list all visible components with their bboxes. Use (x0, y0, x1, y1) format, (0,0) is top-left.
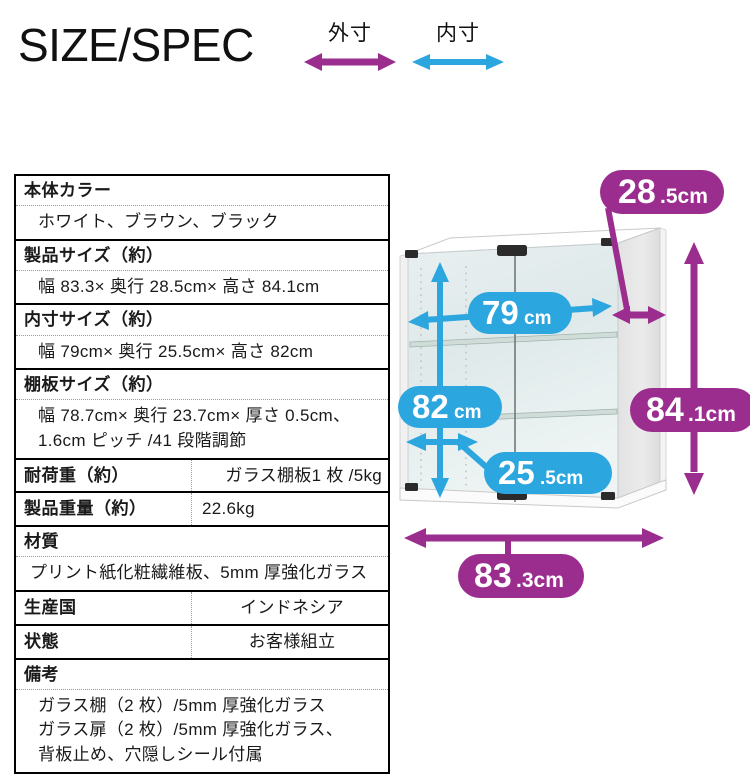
badge-depth-outer (600, 170, 724, 214)
table-row: 棚板サイズ（約） 幅 78.7cm× 奥行 23.7cm× 厚さ 0.5cm、 … (16, 370, 388, 460)
row-value: ホワイト、ブラウン、ブラック (16, 205, 388, 239)
arrow-head-right (592, 298, 612, 317)
row-value: ガラス棚板1 枚 /5kg (225, 465, 382, 485)
row-label: 製品サイズ（約） (24, 245, 164, 265)
row-label: 備考 (24, 664, 59, 684)
arrow-head-left (612, 306, 630, 324)
row-value: お客様組立 (248, 631, 336, 651)
table-row: 耐荷重（約） ガラス棚板1 枚 /5kg (16, 459, 388, 494)
door-hinges (405, 238, 615, 500)
leader-line-depth-outer (605, 207, 631, 316)
table-row: 製品重量（約） 22.6kg (16, 493, 388, 528)
arrow-head-left (404, 528, 426, 548)
badge-depth-inner-unit: .5cm (540, 468, 583, 489)
row-value: 幅 83.3× 奥行 28.5cm× 高さ 84.1cm (16, 269, 388, 304)
cabinet-illustration: 28 .5cm 84 .1cm 83 .3cm 79 cm 82 (398, 170, 750, 598)
row-label: 棚板サイズ（約） (24, 375, 164, 395)
row-value: インドネシア (240, 597, 344, 617)
table-row: 内寸サイズ（約） 幅 79cm× 奥行 25.5cm× 高さ 82cm (16, 305, 388, 371)
row-value-line: 背板止め、穴隠しシール付属 (38, 744, 263, 764)
row-value: ガラス棚（2 枚）/5mm 厚強化ガラス ガラス扉（2 枚）/5mm 厚強化ガラ… (16, 688, 388, 772)
row-value-line: ガラス棚（2 枚）/5mm 厚強化ガラス (38, 695, 326, 715)
row-value: 幅 78.7cm× 奥行 23.7cm× 厚さ 0.5cm、 1.6cm ピッチ… (16, 399, 388, 457)
row-value-line: 幅 79cm× 奥行 25.5cm× 高さ 82cm (38, 341, 314, 361)
badge-height-inner (398, 386, 502, 428)
double-arrow-horizontal-icon (412, 54, 504, 71)
row-label: 状態 (16, 625, 192, 658)
legend-inner-label: 内寸 (436, 22, 480, 45)
row-value: 幅 79cm× 奥行 25.5cm× 高さ 82cm (16, 334, 388, 369)
row-label: 本体カラー (24, 181, 112, 200)
arrow-head-left (408, 311, 429, 330)
legend-outer-label: 外寸 (328, 22, 372, 45)
arrow-head-down (431, 478, 449, 498)
dimension-width-outer: 83 .3cm (404, 528, 664, 598)
row-value-line: ガラス扉（2 枚）/5mm 厚強化ガラス、 (38, 720, 344, 740)
row-label: 製品重量（約） (16, 493, 192, 526)
row-value-line: 幅 78.7cm× 奥行 23.7cm× 厚さ 0.5cm、 (38, 406, 351, 426)
arrow-head-left (406, 433, 426, 451)
badge-depth-inner (484, 452, 612, 494)
row-value-line: ホワイト、ブラウン、ブラック (38, 212, 279, 232)
badge-width-outer-value: 83 (474, 557, 512, 595)
badge-height-outer-unit: .1cm (688, 403, 736, 426)
header: SIZE/SPEC 外寸 内寸 (0, 0, 750, 110)
cabinet-left-panel (399, 253, 409, 491)
badge-height-inner-value: 82 (412, 388, 449, 425)
badge-width-inner-unit: cm (524, 308, 551, 329)
row-value-line: 1.6cm ピッチ /41 段階調節 (38, 430, 247, 450)
arrow-head-right (648, 306, 666, 324)
row-label: 生産国 (16, 591, 192, 624)
legend-outer-dimension: 外寸 (302, 22, 398, 75)
badge-width-outer (458, 554, 584, 598)
row-label: 内寸サイズ（約） (24, 310, 164, 330)
table-row: 備考 ガラス棚（2 枚）/5mm 厚強化ガラス ガラス扉（2 枚）/5mm 厚強… (16, 660, 388, 772)
badge-depth-inner-value: 25 (498, 454, 535, 491)
legend-inner-dimension: 内寸 (410, 22, 506, 75)
table-row: 材質 プリント紙化粧繊維板、5mm 厚強化ガラス (16, 527, 388, 592)
double-arrow-horizontal-icon (304, 53, 396, 72)
arrow-head-down (684, 473, 704, 495)
dimension-width-inner: 79 cm (408, 292, 612, 334)
dimension-height-inner: 82 cm (398, 262, 502, 498)
badge-height-outer (630, 388, 750, 432)
row-value-line: プリント紙化粧繊維板、5mm 厚強化ガラス (30, 563, 368, 583)
cabinet-side-panel (617, 227, 661, 499)
dimension-depth-inner: 25 .5cm (406, 433, 612, 494)
dimension-height-outer: 84 .1cm (630, 242, 750, 495)
badge-height-inner-unit: cm (454, 402, 481, 423)
row-value-line: 幅 83.3× 奥行 28.5cm× 高さ 84.1cm (38, 276, 320, 296)
page-title: SIZE/SPEC (18, 19, 254, 71)
dimension-depth-outer: 28 .5cm (600, 170, 724, 324)
arrow-head-up (431, 262, 449, 282)
arrow-head-right (642, 528, 664, 548)
badge-width-inner (468, 292, 572, 334)
spec-table: 本体カラー ホワイト、ブラウン、ブラック 製品サイズ（約） 幅 83.3× 奥行… (14, 174, 390, 774)
row-value: プリント紙化粧繊維板、5mm 厚強化ガラス (16, 556, 388, 590)
cabinet-side-edge (659, 227, 667, 483)
glass-shelf-upper (409, 331, 618, 348)
badge-depth-outer-unit: .5cm (660, 185, 708, 208)
cabinet-bottom-panel (399, 479, 667, 509)
badge-depth-outer-value: 28 (618, 173, 656, 211)
arrow-head-up (684, 242, 704, 264)
table-row: 製品サイズ（約） 幅 83.3× 奥行 28.5cm× 高さ 84.1cm (16, 241, 388, 306)
product-diagram: 28 .5cm 84 .1cm 83 .3cm 79 cm 82 (396, 150, 750, 650)
row-label: 耐荷重（約） (16, 459, 192, 492)
row-label: 材質 (24, 532, 59, 552)
table-row: 状態 お客様組立 (16, 625, 388, 660)
badge-width-inner-value: 79 (482, 294, 519, 331)
badge-width-outer-unit: .3cm (516, 569, 564, 592)
badge-height-outer-value: 84 (646, 391, 684, 429)
table-row: 生産国 インドネシア (16, 591, 388, 626)
table-row: 本体カラー ホワイト、ブラウン、ブラック (16, 176, 388, 241)
row-value: 22.6kg (202, 499, 255, 519)
